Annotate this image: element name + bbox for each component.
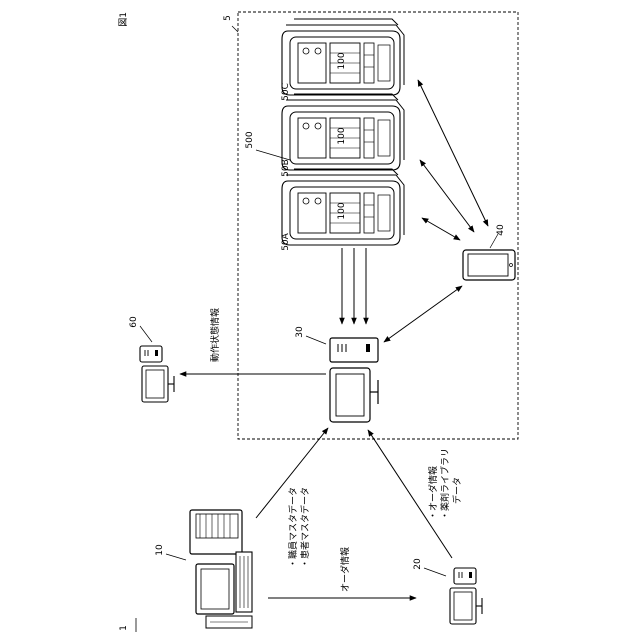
arrow-tablet-server [384, 286, 462, 342]
master-data-line1: ・職員マスタデータ [287, 487, 299, 568]
order-drug-line3: データ [451, 477, 463, 504]
order-terminal-ref-leader [424, 568, 446, 576]
figure-label: 図1 [118, 12, 129, 27]
tablet-ref-leader [490, 234, 498, 248]
server-computer [330, 338, 378, 422]
pump-screen-row: 100 [337, 202, 347, 219]
master-data-line2: ・患者マスタデータ [299, 487, 311, 568]
workstation-ref-leader [166, 554, 186, 560]
pump-50a-label: 50A [281, 232, 291, 250]
tablet-ref-label: 40 [496, 224, 506, 236]
pump-50c: 100 [282, 19, 404, 95]
operation-status-label: 動作状態情報 [209, 308, 221, 362]
order-terminal-ref-label: 20 [413, 558, 423, 570]
arrow-order-terminal-server [368, 430, 452, 558]
workstation-ref-label: 10 [155, 544, 165, 556]
monitor-ref-label: 60 [129, 316, 139, 328]
pump-50b-label: 50B [281, 159, 291, 177]
server-ref-leader [306, 336, 326, 344]
order-terminal [450, 568, 482, 624]
monitor-terminal [140, 346, 174, 402]
pump-50b: 100 [282, 94, 404, 170]
monitor-ref-leader [140, 326, 152, 342]
server-ref-label: 30 [295, 326, 305, 338]
order-drug-line2: ・薬剤ライブラリ [439, 448, 451, 520]
tablet-device [463, 250, 515, 280]
pump-50c-label: 50C [281, 83, 291, 101]
pump-50a: 100 [282, 169, 404, 245]
pump-screen-row: 100 [337, 127, 347, 144]
boundary-ref-label: 5 [223, 15, 233, 21]
pump-screen-row: 100 [337, 52, 347, 69]
order-info-label: オーダ情報 [339, 547, 351, 592]
boundary-ref-leader [232, 26, 238, 32]
arrow-pump50a-tablet [422, 218, 460, 240]
workstation-computer [190, 510, 252, 628]
system-ref-label: 1 [119, 625, 129, 631]
pump-group-label: 500 [245, 131, 255, 148]
order-drug-line1: ・オーダ情報 [427, 466, 439, 520]
